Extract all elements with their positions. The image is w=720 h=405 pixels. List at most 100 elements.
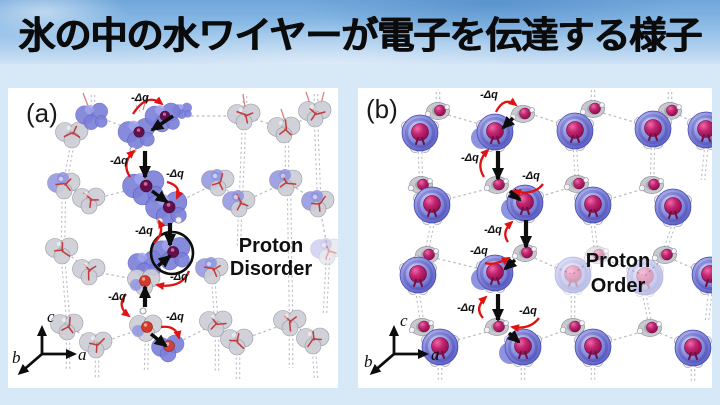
charge-arrow: [160, 325, 182, 340]
electron-transfer-arrow: [506, 330, 521, 344]
hydrogen-bond: [649, 147, 652, 181]
molecule-water-sphere: [398, 256, 437, 295]
charge-arrow: [125, 149, 136, 178]
charge-arrow: [512, 183, 544, 197]
hydrogen-bond: [700, 149, 705, 181]
hydrogen-bond: [237, 321, 292, 342]
molecule-water-sphere: [653, 188, 692, 227]
electron-transfer-arrow: [150, 114, 174, 132]
molecule-water-sphere: [686, 111, 712, 150]
molecule-water-gray: [298, 100, 332, 128]
hydrogen-bond: [290, 188, 294, 316]
hydrogen-bond: [424, 225, 431, 251]
molecule-water-sphere: [625, 258, 664, 297]
hydrogen-bond: [594, 225, 599, 251]
molecule-water-gray: [199, 310, 233, 338]
dq-label: -Δq: [522, 170, 540, 182]
charge-arrow: [153, 219, 166, 244]
panel-a: -Δq-Δq-Δq-Δq-Δq-Δq-ΔqProtonDisordercab(a…: [12, 91, 338, 380]
molecule-water-bluegray: [269, 169, 303, 197]
molecule-water-sphere: [673, 329, 712, 368]
molecule-water-sphere: [412, 186, 451, 225]
hydrogen-atom: [139, 307, 147, 315]
hydrogen-bond: [167, 181, 220, 208]
molecule-water-edge: [651, 246, 677, 264]
charge-arrow: [132, 96, 164, 115]
title-text: 氷の中の水ワイヤーが電子を伝達する様子: [18, 15, 703, 56]
charge-arrow: [155, 270, 191, 291]
molecule-water-sphere: [633, 110, 672, 149]
molecule-water-edge: [408, 318, 434, 336]
molecule-water-edge: [509, 105, 535, 123]
molecule-water-gray: [227, 103, 261, 131]
hydrogen-bond: [313, 119, 318, 197]
dq-label: -Δq: [470, 245, 488, 257]
molecule-water-gray: [296, 327, 330, 355]
bond-stick: [242, 93, 246, 108]
molecule-water-sphere: [553, 256, 592, 295]
molecule-water-edge: [636, 319, 662, 337]
molecule-water-sphere: [555, 112, 594, 151]
axis-label-b: b: [12, 348, 21, 367]
molecule-water-edge: [583, 246, 609, 264]
molecule-wire-redox: [129, 314, 163, 342]
dq-label: -Δq: [519, 305, 537, 317]
hydrogen-bond: [428, 225, 435, 251]
hydrogen-bond: [89, 185, 146, 201]
molecule-water-gray: [72, 258, 106, 286]
hydrogen-bond: [704, 149, 709, 181]
dq-label: -Δq: [461, 152, 479, 164]
hydrogen-bond: [286, 188, 290, 316]
hydrogen-bond: [60, 191, 63, 244]
caption-b: Order: [591, 275, 646, 297]
axis-label-c: c: [47, 307, 55, 326]
molecule-water-gray: [267, 116, 301, 144]
hydrogen-bond: [653, 147, 656, 181]
molecule-wire-blue: [75, 102, 108, 130]
molecule-water-gray: [220, 328, 254, 356]
dq-label: -Δq: [166, 311, 184, 323]
charge-arrow: [484, 256, 511, 265]
molecule-water-gray: [273, 309, 307, 337]
molecule-water-edge: [579, 100, 605, 118]
hydrogen-bond: [317, 119, 322, 197]
figure-svg: -Δq-Δq-Δq-Δq-Δq-Δq-ΔqProtonDisordercab(a…: [8, 88, 712, 388]
dq-label: -Δq: [457, 302, 475, 314]
dq-label: -Δq: [131, 92, 149, 104]
molecule-water-sphere: [690, 256, 712, 295]
hydrogen-bond: [64, 191, 67, 244]
molecule-water-gray: [72, 187, 106, 215]
molecule-water-bluegray: [301, 190, 335, 218]
hydrogen-bond: [437, 111, 494, 129]
hydrogen-bond: [642, 297, 649, 324]
charge-arrow: [166, 180, 184, 200]
molecule-water-sphere: [573, 186, 612, 225]
hydrogen-bond: [572, 149, 576, 180]
charge-arrow: [479, 148, 490, 178]
dq-label: -Δq: [110, 155, 128, 167]
molecule-water-edge: [563, 175, 589, 193]
hydrogen-bond: [666, 226, 676, 251]
axis-label-b: b: [364, 352, 373, 371]
electron-transfer-arrow: [156, 254, 172, 268]
molecule-water-bluegray: [310, 238, 338, 266]
molecule-water-edge: [638, 176, 664, 194]
molecule-water-sphere: [420, 328, 459, 367]
dq-label: -Δq: [480, 89, 498, 101]
charge-arrow: [510, 317, 540, 333]
dq-label: -Δq: [170, 271, 188, 283]
molecule-water-gray: [55, 121, 89, 149]
dq-label: -Δq: [166, 168, 184, 180]
molecule-water-bluegray: [195, 257, 229, 285]
molecule-water-sphere: [400, 114, 439, 153]
hydrogen-bond: [64, 256, 71, 320]
axis-label-c: c: [400, 311, 408, 330]
molecule-water-sphere: [573, 328, 612, 367]
dq-label: -Δq: [135, 225, 153, 237]
caption-a: Disorder: [230, 258, 312, 280]
title-banner: 氷の中の水ワイヤーが電子を伝達する様子: [0, 0, 720, 64]
bond-stick: [82, 92, 89, 107]
electron-transfer-arrow: [149, 332, 168, 348]
